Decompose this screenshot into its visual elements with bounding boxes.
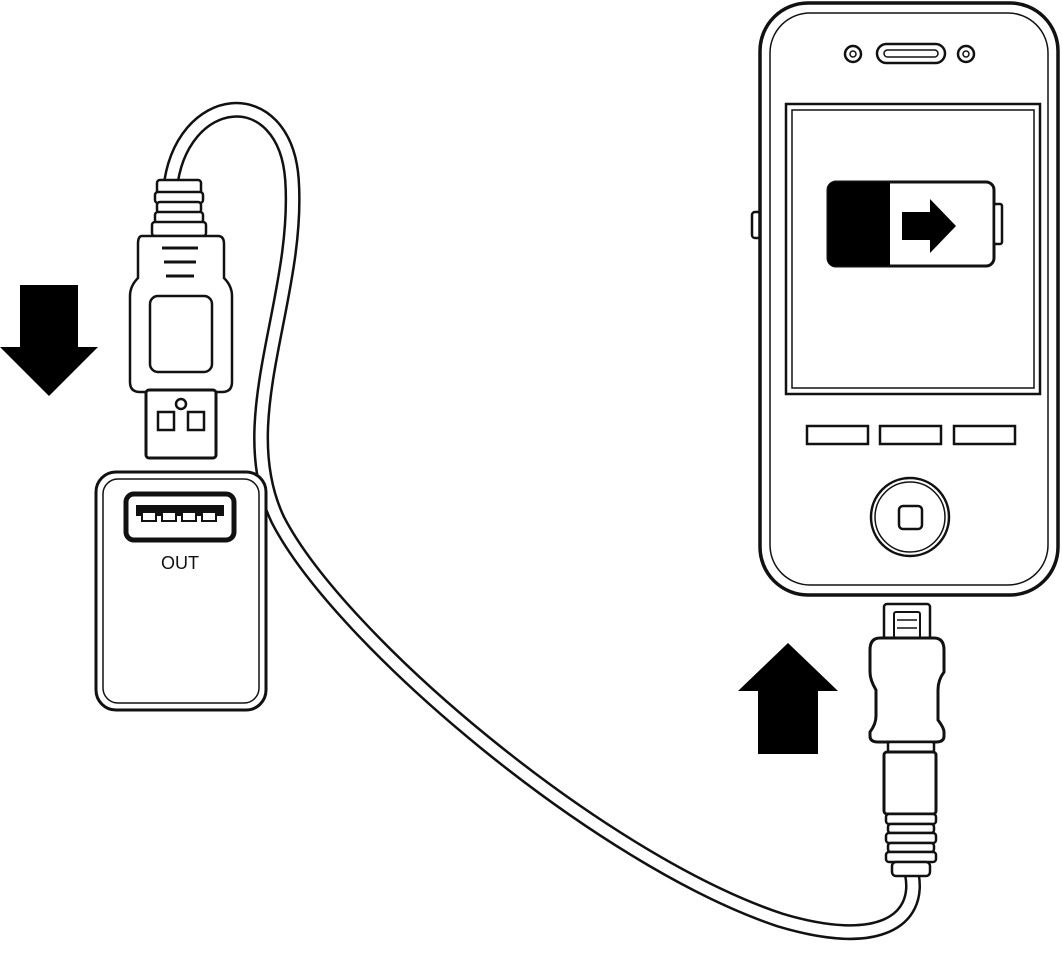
up-arrow-icon: [738, 643, 838, 754]
home-button: [869, 476, 951, 558]
soft-key-left: [805, 424, 870, 446]
usb-port: [123, 491, 237, 543]
right-arrow-icon: [902, 199, 956, 253]
soft-key-right: [952, 424, 1017, 446]
soft-key-center: [878, 424, 943, 446]
usb-a-plug: [128, 178, 234, 460]
battery-charging-icon: [826, 180, 1004, 268]
port-label: OUT: [161, 553, 199, 573]
soft-keys: [805, 424, 1017, 446]
down-arrow-icon: [0, 285, 98, 396]
smartphone: [750, 1, 1060, 597]
power-adapter: OUT: [94, 470, 268, 712]
micro-usb-plug: [868, 602, 946, 878]
usb-cable: [162, 102, 921, 941]
